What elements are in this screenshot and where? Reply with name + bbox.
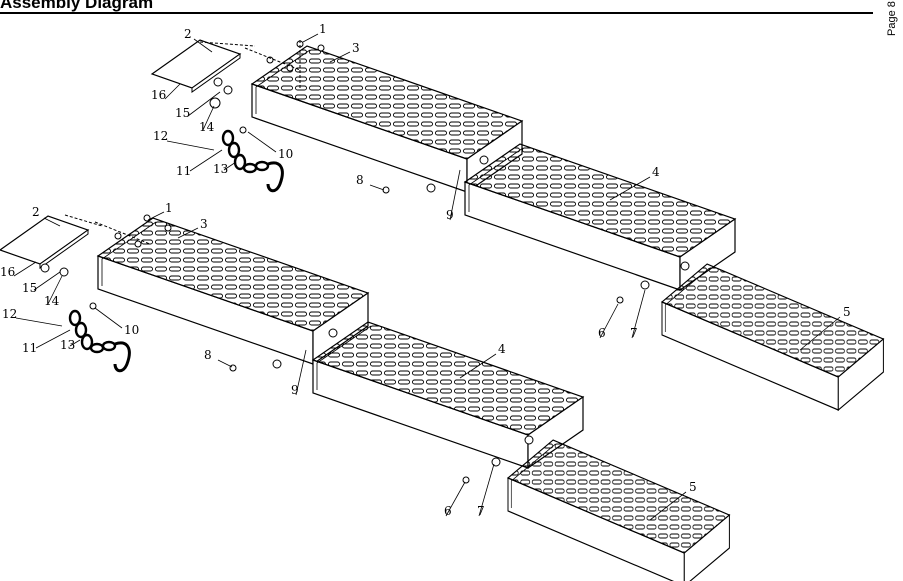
label-1: 1 [319,22,327,36]
label-6: 6 [444,504,452,518]
label-16: 16 [151,88,166,102]
label-1: 1 [165,201,173,215]
label-14: 14 [199,120,215,134]
label-9: 9 [291,383,299,397]
label-15: 15 [22,281,37,295]
label-4: 4 [498,342,506,356]
label-13: 13 [213,162,228,176]
label-6: 6 [598,326,606,340]
label-10: 10 [124,323,139,337]
label-12: 12 [2,307,17,321]
label-5: 5 [843,305,851,319]
part-labels: 1 2 3 4 5 6 7 8 9 10 11 12 13 14 15 16 1… [0,22,851,518]
label-2: 2 [32,205,40,219]
label-4: 4 [652,165,660,179]
label-11: 11 [176,164,191,178]
label-14: 14 [44,294,60,308]
leader-lines [13,33,841,521]
label-12: 12 [153,129,168,143]
label-13: 13 [60,338,75,352]
label-2: 2 [184,27,192,41]
label-16: 16 [0,265,15,279]
label-15: 15 [175,106,190,120]
label-5: 5 [689,480,697,494]
label-3: 3 [352,41,360,55]
label-11: 11 [22,341,37,355]
section-heading: Assembly Diagram [0,0,154,12]
label-8: 8 [356,173,364,187]
label-10: 10 [278,147,293,161]
label-9: 9 [446,208,454,222]
label-7: 7 [630,326,638,340]
lower-assembly [0,214,731,581]
label-3: 3 [200,217,208,231]
label-8: 8 [204,348,212,362]
upper-assembly [151,39,885,411]
heading-rule [0,12,873,14]
